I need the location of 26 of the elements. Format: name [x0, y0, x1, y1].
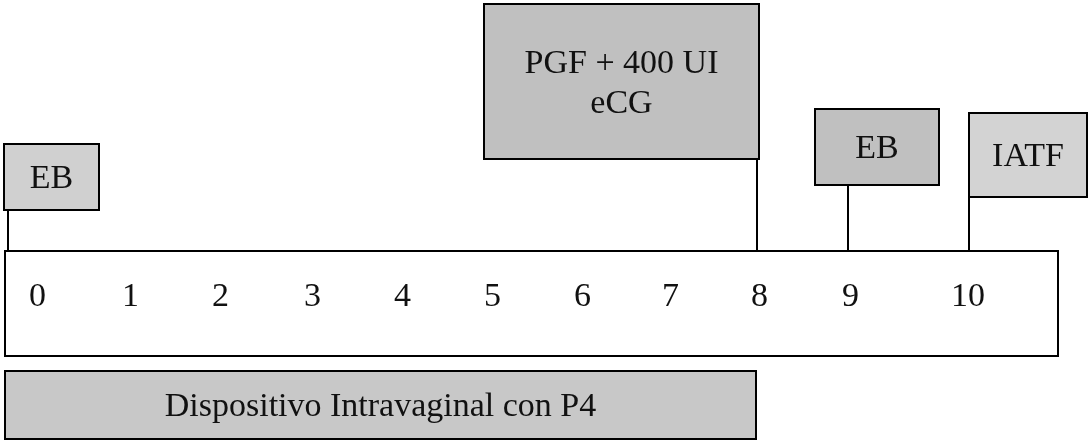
step-label: EB	[855, 127, 899, 167]
step-box	[968, 112, 1088, 198]
day-number: 1	[122, 276, 139, 314]
day-number: 7	[662, 276, 679, 314]
day-number: 10	[951, 276, 985, 314]
day-number: 5	[484, 276, 501, 314]
day-number: 8	[751, 276, 768, 314]
step-label: EB	[29, 157, 74, 197]
step-box	[814, 108, 940, 186]
connector-line	[756, 159, 758, 251]
treatment-bar	[4, 370, 757, 440]
step-label: PGF + 400 UI eCG	[523, 41, 720, 122]
step-label: IATF	[992, 135, 1064, 175]
step-label: Dispositivo Intravaginal con P4	[164, 385, 597, 425]
day-number: 3	[304, 276, 321, 314]
step-box	[483, 3, 760, 160]
timeline-bar	[4, 250, 1059, 357]
day-number: 2	[212, 276, 229, 314]
connector-line	[7, 210, 9, 251]
connector-line	[968, 197, 970, 251]
day-number: 4	[394, 276, 411, 314]
connector-line	[847, 185, 849, 251]
day-number: 6	[574, 276, 591, 314]
day-number: 9	[842, 276, 859, 314]
step-box	[3, 143, 100, 211]
day-number: 0	[29, 276, 46, 314]
